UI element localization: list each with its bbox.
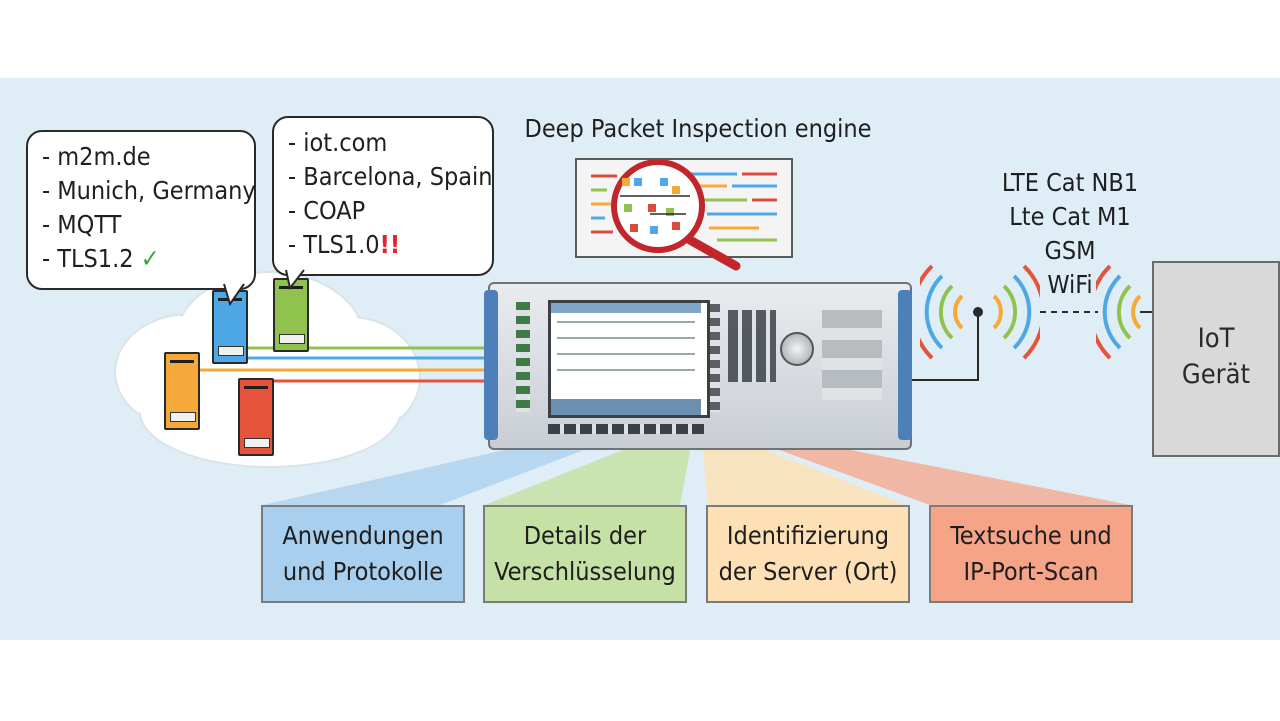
server-red [238, 378, 274, 456]
server-blue [212, 290, 248, 364]
bubble-right-line-1: - iot.com [288, 128, 388, 157]
check-icon: ✓ [140, 244, 160, 273]
bubble-left-line-4-text: - TLS1.2 [42, 244, 134, 273]
bubble-right-line-4: - TLS1.0!! [288, 228, 400, 262]
server-orange [164, 352, 200, 430]
tech-gsm: GSM [1044, 236, 1096, 265]
tech-lte-cat-m1: Lte Cat M1 [1009, 202, 1131, 231]
bubble-right-line-4-text: - TLS1.0 [288, 230, 380, 259]
warning-icon: !! [379, 230, 401, 259]
instrument-handle-left [484, 290, 498, 440]
category-2-line-1: Details der [523, 521, 647, 550]
category-3-line-1: Identifizierung [726, 521, 890, 550]
bubble-left-line-2: - Munich, Germany [42, 176, 256, 205]
info-bubble-right: - iot.com - Barcelona, Spain - COAP - TL… [272, 116, 494, 276]
category-2-line-2: Verschlüsselung [494, 557, 676, 586]
instrument-side-buttons [516, 302, 530, 412]
bubble-right-line-2: - Barcelona, Spain [288, 162, 493, 191]
test-instrument [484, 282, 912, 450]
category-4-line-1: Textsuche und [950, 521, 1112, 550]
instrument-connectors [822, 310, 882, 400]
category-3-line-2: der Server (Ort) [718, 557, 898, 586]
instrument-rotary-knob[interactable] [780, 332, 814, 366]
category-server-identification: Identifizierung der Server (Ort) [706, 505, 910, 603]
instrument-bottom-bar [548, 424, 704, 434]
bubble-left-tail [223, 282, 245, 307]
device-antenna-waves [1096, 264, 1142, 360]
antenna-cable [908, 312, 979, 381]
iot-device: IoT Gerät [1152, 261, 1280, 457]
instrument-softkeys [710, 304, 720, 412]
engine-title: Deep Packet Inspection engine [524, 114, 872, 143]
instrument-display [548, 300, 710, 418]
instrument-handle-right [898, 290, 912, 440]
magnifier-icon [611, 159, 741, 271]
packet-stream [591, 172, 777, 242]
category-applications-protocols: Anwendungen und Protokolle [261, 505, 465, 603]
antenna-waves [920, 264, 1040, 360]
category-4-line-2: IP-Port-Scan [963, 557, 1099, 586]
category-1-line-1: Anwendungen [282, 521, 444, 550]
info-bubble-left: - m2m.de - Munich, Germany - MQTT - TLS1… [26, 130, 256, 290]
bubble-left-line-3: - MQTT [42, 210, 122, 239]
instrument-keypad [728, 310, 776, 382]
tech-wifi: WiFi [1047, 270, 1093, 299]
iot-device-label-2: Gerät [1181, 359, 1251, 390]
category-1-line-2: und Protokolle [282, 557, 444, 586]
tech-lte-cat-nb1: LTE Cat NB1 [1001, 168, 1139, 197]
bubble-left-line-1: - m2m.de [42, 142, 151, 171]
bubble-left-line-4: - TLS1.2 ✓ [42, 242, 160, 276]
iot-device-label-1: IoT [1197, 323, 1235, 354]
bubble-right-line-3: - COAP [288, 196, 366, 225]
bubble-right-tail [285, 268, 305, 291]
